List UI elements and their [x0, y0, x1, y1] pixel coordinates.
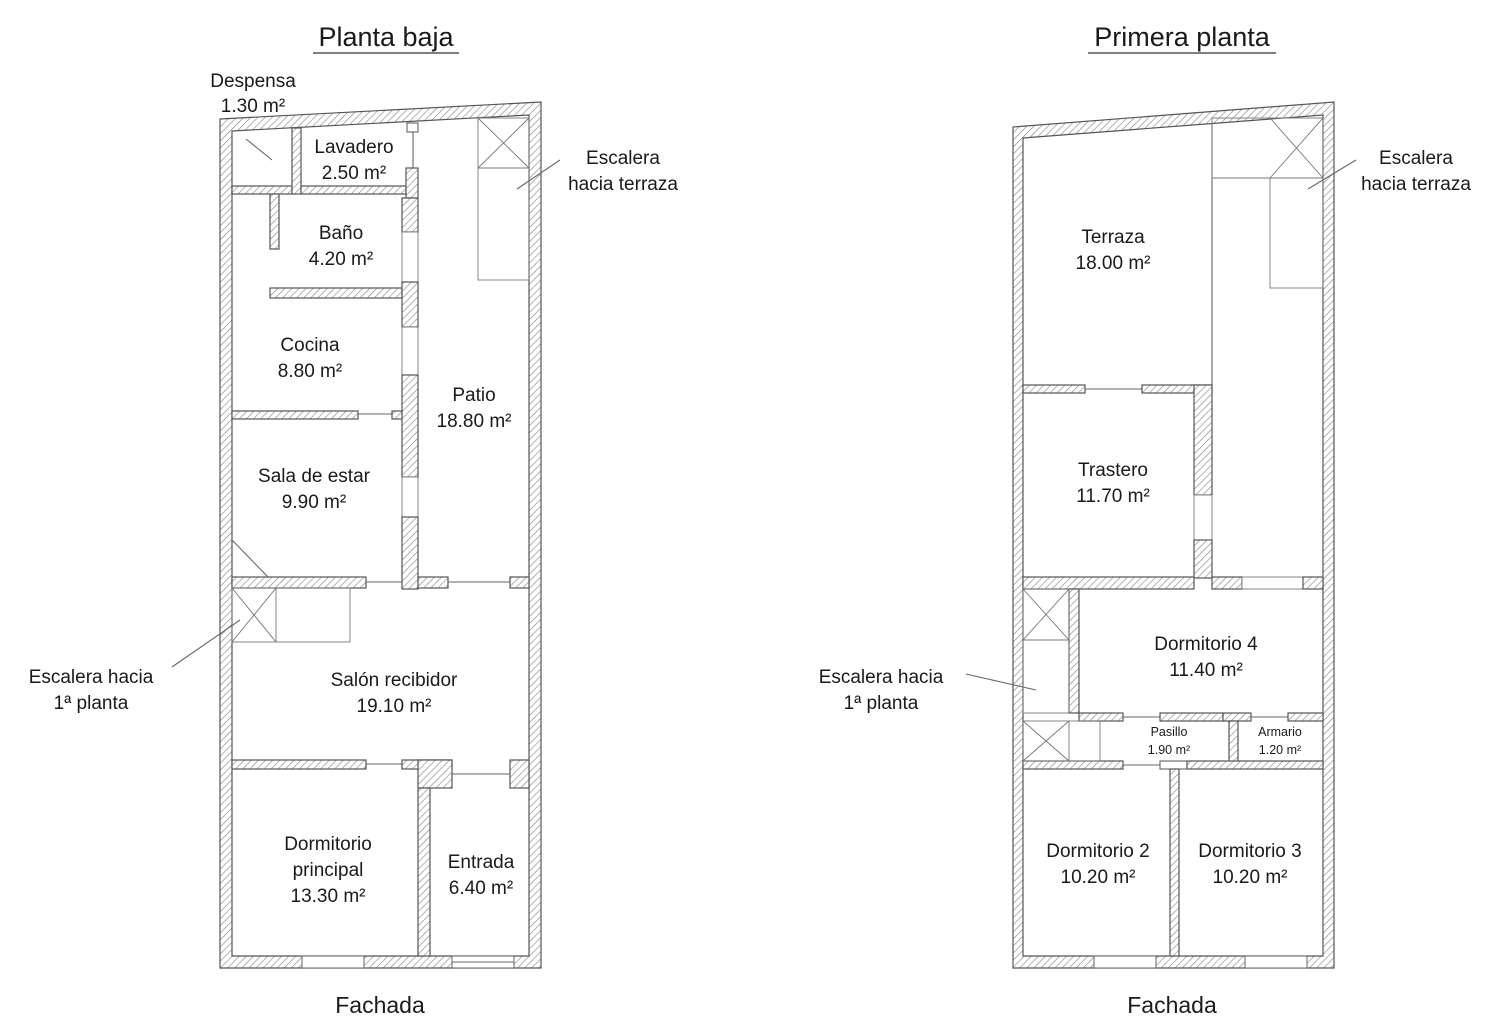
room-entrada-name: Entrada [448, 852, 515, 873]
room-bano-name: Baño [319, 223, 363, 244]
first-floor-plan: Primera planta [819, 22, 1472, 1018]
room-terraza-area: 18.00 m² [1076, 253, 1151, 274]
note-first-stair-terrace-1: Escalera [1379, 148, 1453, 169]
first-stair-terrace-leader-line [1307, 159, 1357, 190]
ground-floor-interior-walls [231, 122, 530, 969]
room-pasillo-area: 1.90 m² [1148, 743, 1190, 757]
room-sala-area: 9.90 m² [282, 492, 346, 513]
note-stair-first-2: 1ª planta [54, 693, 129, 714]
note-first-stair-terrace-2: hacia terraza [1361, 174, 1471, 195]
room-cocina-name: Cocina [280, 335, 340, 356]
room-dormitorio-principal-name-1: Dormitorio [284, 834, 372, 855]
sala-door-swing [231, 539, 269, 578]
room-patio-area: 18.80 m² [437, 411, 512, 432]
ground-floor-title: Planta baja [318, 22, 454, 52]
first-floor-outer-walls [1012, 101, 1335, 969]
first-floor-interior-walls [1022, 122, 1324, 969]
first-floor-facade-label: Fachada [1127, 992, 1217, 1018]
ground-floor-stair-terrace [477, 117, 530, 281]
room-salon-area: 19.10 m² [357, 696, 432, 717]
despensa-leader-line [245, 138, 273, 161]
first-floor-stair-terrace [1211, 117, 1324, 289]
note-first-stair-first-2: 1ª planta [844, 693, 919, 714]
room-pasillo-name: Pasillo [1151, 725, 1188, 739]
room-cocina-area: 8.80 m² [278, 361, 342, 382]
room-despensa-name: Despensa [210, 71, 296, 92]
room-dormitorio4-name: Dormitorio 4 [1154, 634, 1258, 655]
room-salon-name: Salón recibidor [331, 670, 458, 691]
note-stair-terrace-2: hacia terraza [568, 174, 678, 195]
room-bano-area: 4.20 m² [309, 249, 373, 270]
stair-first-leader-line [171, 619, 241, 668]
room-dormitorio-principal-name-2: principal [293, 860, 364, 881]
first-floor-stair-first [1022, 588, 1101, 762]
room-despensa-area: 1.30 m² [221, 96, 285, 117]
first-stair-first-leader-line [965, 673, 1037, 691]
room-dormitorio-principal-area: 13.30 m² [291, 886, 366, 907]
room-sala-name: Sala de estar [258, 466, 371, 487]
room-dormitorio3-area: 10.20 m² [1213, 867, 1288, 888]
room-dormitorio2-area: 10.20 m² [1061, 867, 1136, 888]
room-entrada-area: 6.40 m² [449, 878, 513, 899]
first-floor-title: Primera planta [1094, 22, 1271, 52]
room-terraza-name: Terraza [1081, 227, 1145, 248]
room-lavadero-area: 2.50 m² [322, 163, 386, 184]
room-dormitorio3-name: Dormitorio 3 [1198, 841, 1301, 862]
room-lavadero-name: Lavadero [314, 137, 393, 158]
note-stair-first-1: Escalera hacia [29, 667, 154, 688]
note-stair-terrace-1: Escalera [586, 148, 660, 169]
room-patio-name: Patio [452, 385, 495, 406]
stair-terrace-leader-line [516, 159, 561, 190]
room-armario-area: 1.20 m² [1259, 743, 1301, 757]
ground-floor-plan: Planta baja [29, 22, 679, 1018]
room-trastero-name: Trastero [1078, 460, 1148, 481]
ground-floor-outer-walls [219, 101, 542, 969]
room-dormitorio4-area: 11.40 m² [1169, 660, 1243, 681]
ground-floor-stair-first [231, 587, 351, 643]
room-dormitorio2-name: Dormitorio 2 [1046, 841, 1149, 862]
room-armario-name: Armario [1258, 725, 1302, 739]
room-trastero-area: 11.70 m² [1076, 486, 1150, 507]
ground-floor-facade-label: Fachada [335, 992, 425, 1018]
note-first-stair-first-1: Escalera hacia [819, 667, 944, 688]
